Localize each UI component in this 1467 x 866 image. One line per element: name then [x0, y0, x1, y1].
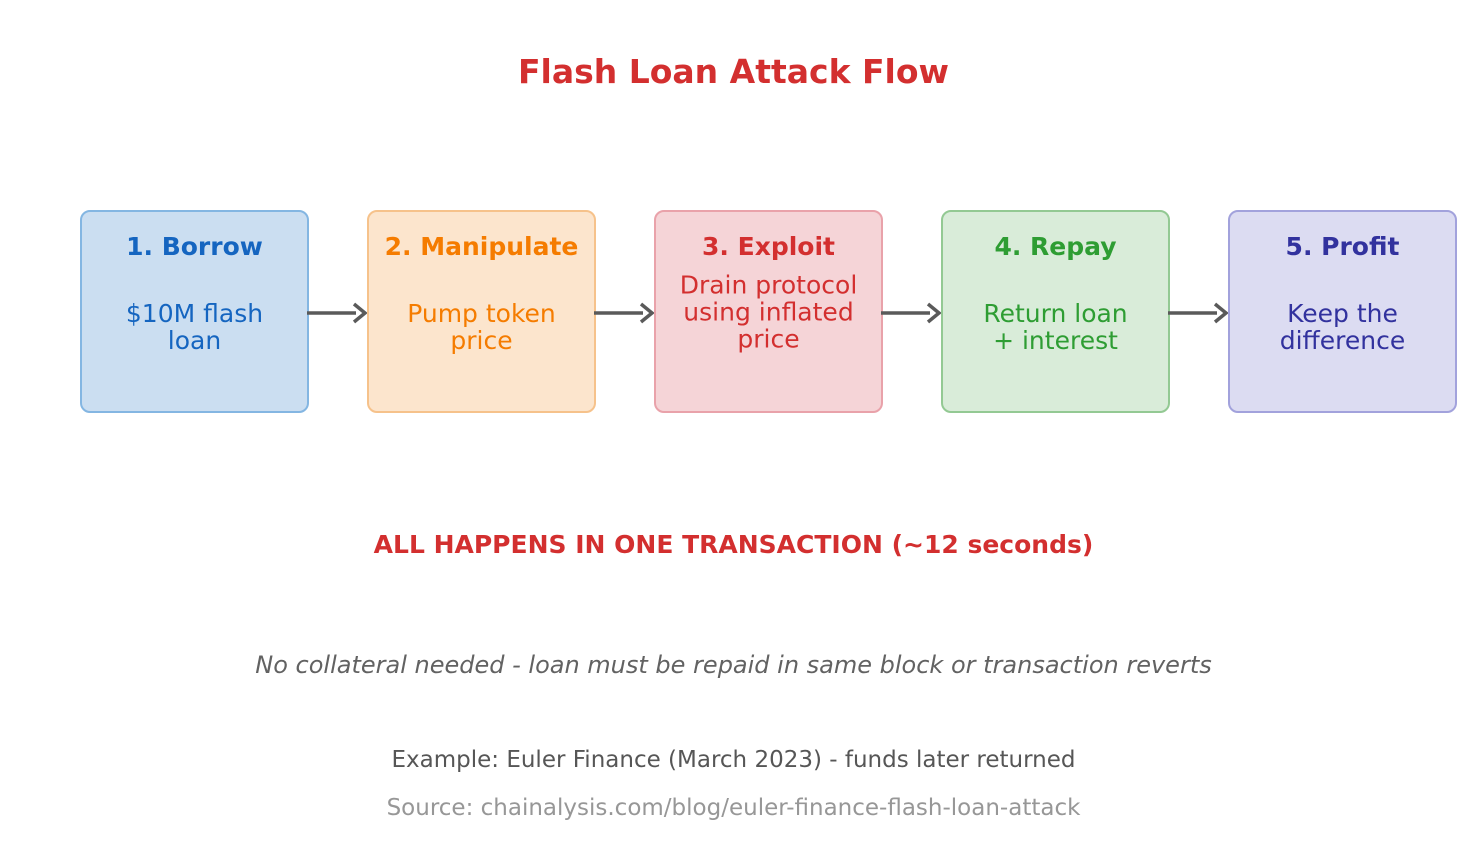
transaction-note: ALL HAPPENS IN ONE TRANSACTION (~12 seco…	[373, 530, 1094, 559]
step-title: 1. Borrow	[126, 232, 263, 261]
diagram-title: Flash Loan Attack Flow	[517, 52, 950, 91]
arrow-right-icon	[307, 302, 368, 324]
step-body-line: Drain protocol	[679, 270, 858, 299]
step-body-line: price	[450, 325, 513, 355]
step-title: 3. Exploit	[702, 232, 835, 261]
step-body-line: using inflated	[683, 297, 854, 326]
step-body-line: + interest	[993, 325, 1118, 355]
step-body: Return loan + interest	[943, 300, 1168, 354]
step-title: 2. Manipulate	[384, 232, 579, 261]
arrow-right-icon	[594, 302, 655, 324]
step-body: $10M flash loan	[82, 300, 307, 354]
source-note: Source: chainalysis.com/blog/euler-finan…	[386, 795, 1081, 821]
step-title: 4. Repay	[994, 232, 1117, 261]
arrow-right-icon	[1168, 302, 1229, 324]
step-box-repay: 4. Repay Return loan + interest	[941, 210, 1170, 413]
arrow-right-icon	[881, 302, 942, 324]
step-box-profit: 5. Profit Keep the difference	[1228, 210, 1457, 413]
step-title: 5. Profit	[1285, 232, 1400, 261]
step-body-line: $10M flash	[125, 298, 264, 328]
step-box-borrow: 1. Borrow $10M flash loan	[80, 210, 309, 413]
step-body-line: loan	[167, 325, 222, 355]
step-box-exploit: 3. Exploit Drain protocol using inflated…	[654, 210, 883, 413]
step-body-line: difference	[1279, 325, 1406, 355]
step-body-line: Pump token	[407, 298, 556, 328]
step-body-line: Keep the	[1287, 298, 1398, 328]
step-body: Pump token price	[369, 300, 594, 354]
step-body: Keep the difference	[1230, 300, 1455, 354]
step-body: Drain protocol using inflated price	[656, 271, 881, 352]
example-note: Example: Euler Finance (March 2023) - fu…	[391, 747, 1076, 773]
step-box-manipulate: 2. Manipulate Pump token price	[367, 210, 596, 413]
step-body-line: price	[737, 324, 800, 353]
collateral-note: No collateral needed - loan must be repa…	[255, 651, 1212, 679]
step-body-line: Return loan	[983, 298, 1128, 328]
